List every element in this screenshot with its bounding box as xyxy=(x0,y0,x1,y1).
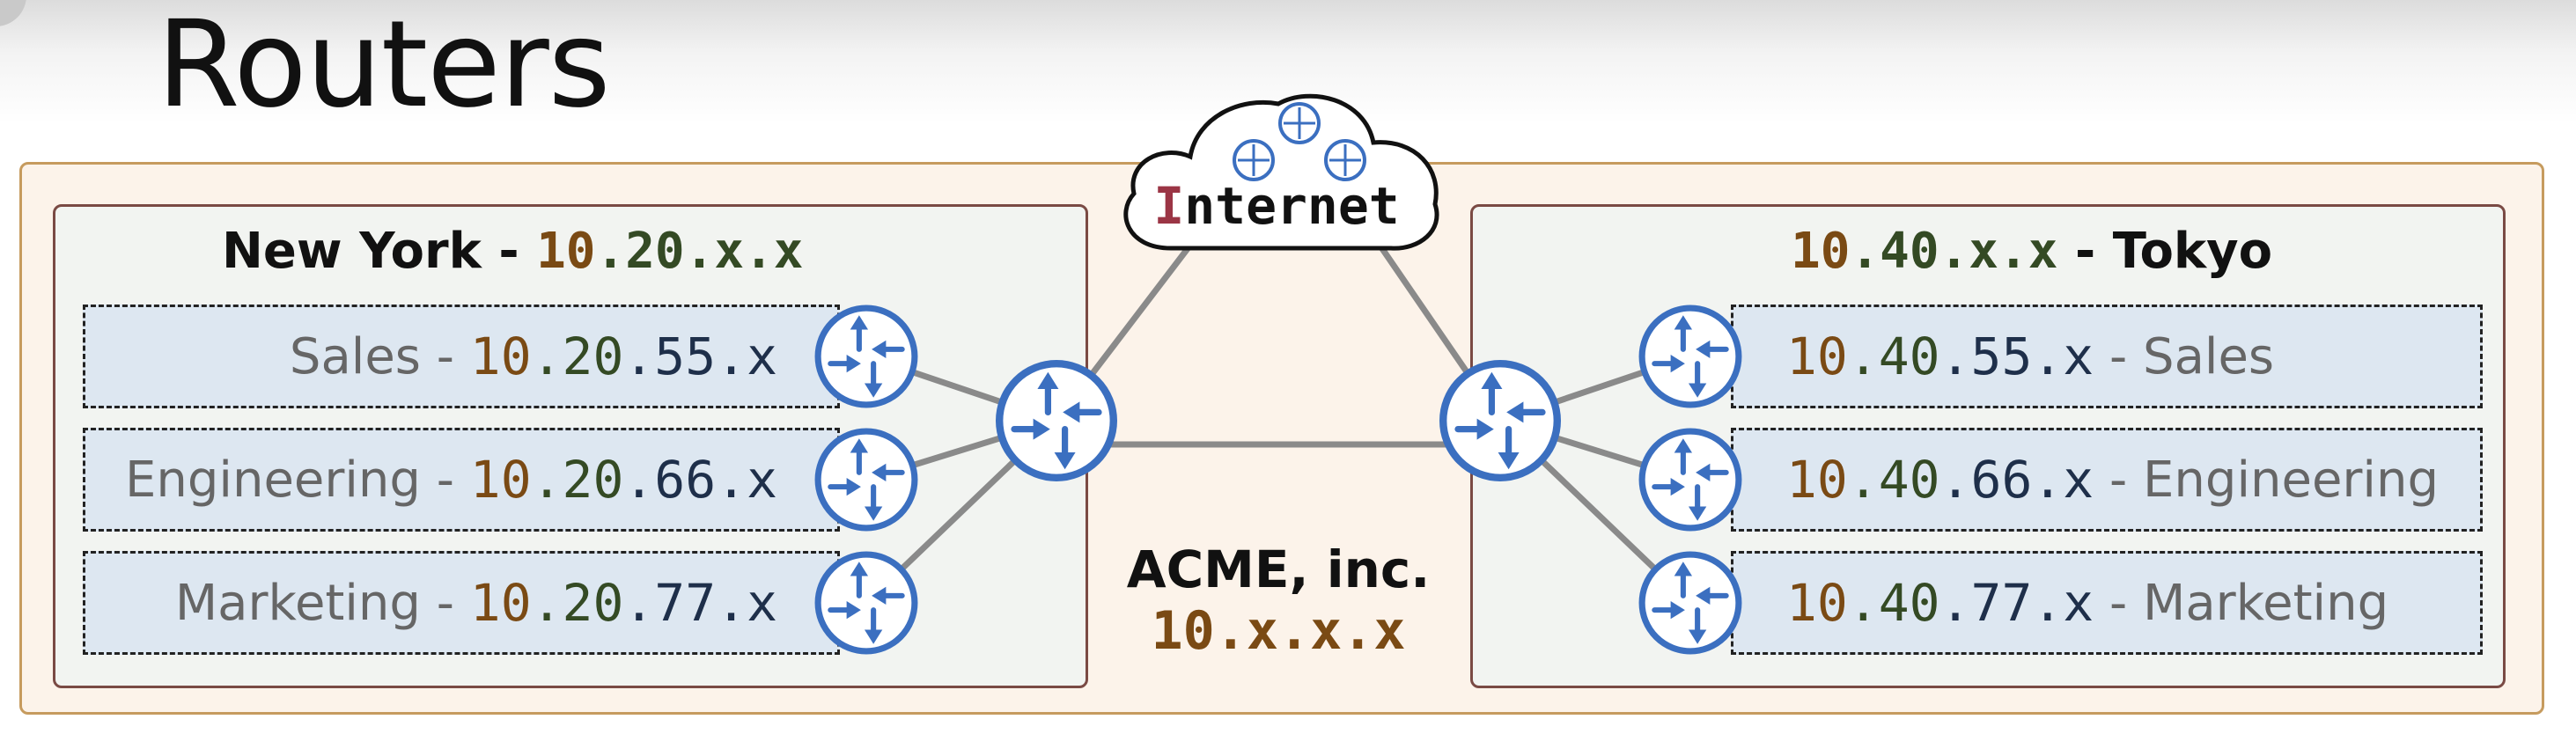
ny-core-router-icon xyxy=(996,360,1117,481)
new-york-title: New York - 10.20.x.x xyxy=(222,222,804,280)
ny-sales-router-icon xyxy=(814,305,918,408)
cloud-router-icon-2 xyxy=(1233,139,1275,181)
tk-engineering-router-icon xyxy=(1638,428,1742,532)
tk-dept-engineering: 10.40.66.x - Engineering xyxy=(1731,428,2483,532)
tk-sales-router-icon xyxy=(1638,305,1742,408)
tk-dept-sales: 10.40.55.x - Sales xyxy=(1731,305,2483,408)
ny-marketing-router-icon xyxy=(814,551,918,655)
tk-dept-marketing: 10.40.77.x - Marketing xyxy=(1731,551,2483,655)
slide-title: Routers xyxy=(157,0,611,135)
cloud-router-icon-1 xyxy=(1278,102,1321,144)
tokyo-core-router-icon xyxy=(1439,360,1561,481)
ny-dept-engineering: Engineering - 10.20.66.x xyxy=(83,428,840,532)
ny-dept-marketing: Marketing - 10.20.77.x xyxy=(83,551,840,655)
tk-marketing-router-icon xyxy=(1638,551,1742,655)
cloud-icon xyxy=(1123,93,1439,251)
internet-label: Internet xyxy=(1153,176,1400,236)
ny-engineering-router-icon xyxy=(814,428,918,532)
cloud-router-icon-3 xyxy=(1324,139,1366,181)
acme-label: ACME, inc. 10.x.x.x xyxy=(1111,539,1446,662)
tokyo-title: 10.40.x.x - Tokyo xyxy=(1791,222,2273,280)
ny-dept-sales: Sales - 10.20.55.x xyxy=(83,305,840,408)
company-network: 10.x.x.x xyxy=(1151,600,1406,662)
company-name: ACME, inc. xyxy=(1126,539,1431,599)
